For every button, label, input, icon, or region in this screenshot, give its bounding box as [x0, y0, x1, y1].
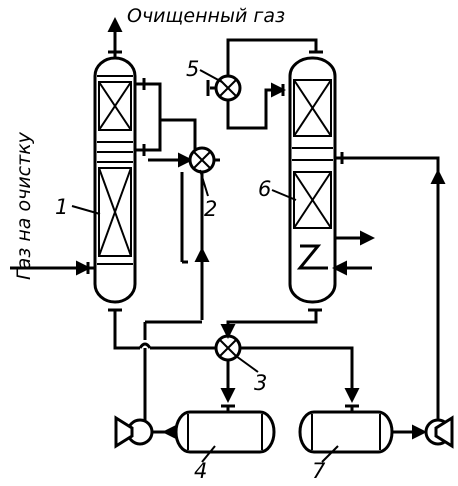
- label-7: 7: [312, 459, 326, 483]
- label-gas-to-cleaning: Газ на очистку: [13, 131, 35, 280]
- label-2: 2: [204, 197, 217, 221]
- heat-exchanger-2: [188, 146, 216, 174]
- desorber-column: [288, 40, 337, 312]
- leader-6: [271, 189, 297, 201]
- heating-coil: [296, 244, 328, 270]
- absorber-loop-pipe: [148, 82, 162, 152]
- label-5: 5: [186, 57, 199, 81]
- pipe-cooler5-loop: [226, 82, 286, 130]
- absorber-column: [93, 17, 137, 312]
- pipe-desorber-to-exch3: [220, 310, 318, 339]
- pump-left: [114, 412, 165, 449]
- leader-1: [71, 205, 101, 215]
- leader-2: [199, 169, 209, 197]
- pipe-exch3-to-tank7: [240, 346, 360, 403]
- label-3: 3: [254, 371, 267, 395]
- pipe-pump-to-desorber: [342, 156, 440, 412]
- leader-5: [199, 69, 223, 83]
- leader-7: [321, 445, 339, 463]
- tank-7: [298, 404, 394, 454]
- leader-3: [235, 355, 259, 373]
- pump-right: [424, 412, 454, 449]
- label-4: 4: [194, 459, 207, 483]
- label-purified-gas: Очищенный газ: [127, 5, 285, 27]
- label-1: 1: [55, 195, 68, 219]
- pipe-to-exchanger-2: [160, 118, 197, 150]
- tank-4: [174, 404, 276, 454]
- pipe-crossover: [138, 342, 152, 349]
- absorber-bottom-pipe: [113, 310, 140, 350]
- leader-4: [201, 445, 216, 463]
- label-6: 6: [258, 177, 271, 201]
